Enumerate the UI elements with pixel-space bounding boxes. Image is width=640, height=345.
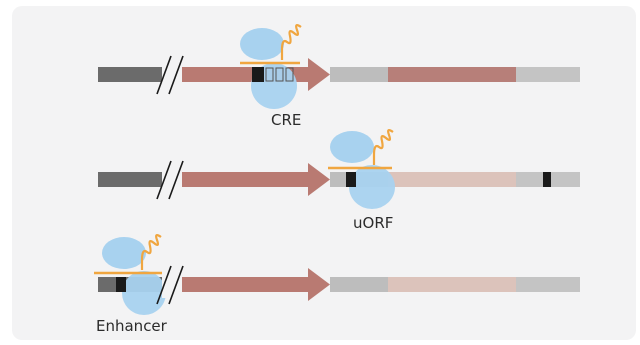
promoter-arrow-shaft [180,172,310,187]
enhancer-label: Enhancer [96,317,167,335]
stop-codon-box [543,172,551,187]
promoter-arrow-head [308,163,330,196]
break-mark [156,160,184,200]
upstream-dna-segment [98,172,164,187]
ribosome-icon [240,24,302,109]
utr5-region [330,67,388,82]
break-mark [156,265,184,305]
coding-region [388,277,516,292]
enhancer-row [94,234,580,315]
coding-region [388,172,516,187]
promoter-arrow-head [308,268,330,301]
upstream-dna-segment [98,67,164,82]
promoter-arrow-shaft [180,277,310,292]
utr3-region [516,67,580,82]
utr5-region [330,277,388,292]
cre-label: CRE [271,111,302,129]
promoter-arrow-head [308,58,330,91]
break-mark [156,55,184,95]
uorf-row [98,129,580,209]
uorf-label: uORF [353,214,394,232]
utr3-region [516,277,580,292]
coding-region [388,67,516,82]
ribosome-icon [328,129,395,209]
cre-row [98,24,580,109]
ribosome-icon [94,234,166,315]
